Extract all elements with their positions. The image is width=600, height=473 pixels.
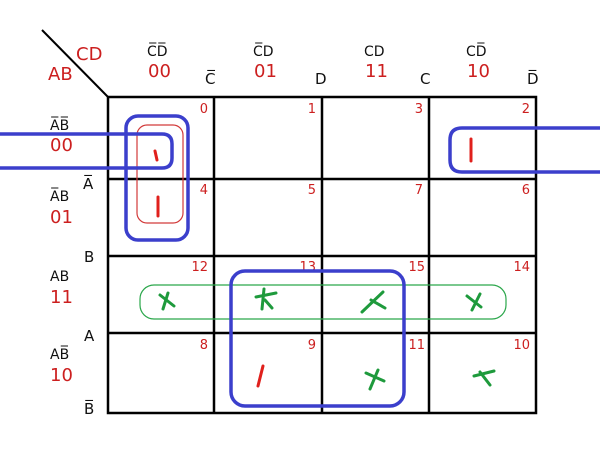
cell-number-7: 7: [415, 183, 423, 198]
cell-number-2: 2: [522, 102, 530, 117]
cell-number-12: 12: [191, 260, 208, 275]
top-mark-0: C̅: [205, 69, 216, 88]
cell-number-1: 1: [308, 102, 316, 117]
group-green-row-ab: [139, 284, 507, 320]
col-code-2: 11: [365, 61, 388, 82]
col-pair-0: C̅D̅: [147, 42, 168, 60]
x-mark-cell-14: [465, 292, 483, 312]
row-pair-2: AB: [50, 269, 69, 285]
col-pair-2: CD: [364, 44, 385, 60]
group-blue-quad: [229, 269, 406, 408]
x-mark-cell-12: [158, 291, 176, 311]
row-pair-0: A̅B̅: [50, 116, 69, 134]
cell-number-15: 15: [408, 260, 425, 275]
cell-number-4: 4: [200, 183, 208, 198]
row-code-1: 01: [50, 207, 73, 228]
col-code-3: 10: [467, 61, 490, 82]
top-mark-3: D̅: [527, 69, 539, 88]
cell-number-14: 14: [513, 260, 530, 275]
cell-number-6: 6: [522, 183, 530, 198]
one-marks: [153, 137, 473, 388]
row-code-0: 00: [50, 135, 73, 156]
group-blue-wrap-left: [0, 132, 174, 170]
top-mark-2: C: [420, 70, 430, 88]
kmap-grid: [106, 95, 538, 415]
x-mark-cell-10: [472, 369, 496, 387]
left-mark-3: B̅: [84, 399, 94, 418]
row-code-3: 10: [50, 365, 73, 386]
cell-number-9: 9: [308, 338, 316, 353]
x-mark-cell-15: [360, 290, 387, 314]
top-mark-1: D: [315, 70, 327, 88]
row-code-2: 11: [50, 287, 73, 308]
col-code-0: 00: [148, 61, 171, 82]
cell-number-11: 11: [408, 338, 425, 353]
group-blue-wrap-right: [448, 126, 600, 174]
row-pair-3: AB̅: [50, 345, 69, 363]
row-pair-1: A̅B: [50, 187, 69, 205]
col-pair-3: CD̅: [466, 42, 487, 60]
x-mark-cell-11: [364, 368, 386, 391]
cell-number-0: 0: [200, 102, 208, 117]
left-mark-2: A: [84, 327, 95, 345]
cell-number-10: 10: [513, 338, 530, 353]
corner-ab-label: AB: [48, 64, 73, 85]
left-mark-1: B: [84, 248, 94, 266]
one-mark-cell-0: [153, 149, 159, 162]
cell-number-8: 8: [200, 338, 208, 353]
dontcare-marks: [158, 287, 496, 391]
col-pair-1: C̅D: [253, 42, 274, 60]
group-red-inner-loop: [136, 124, 184, 224]
cell-number-5: 5: [308, 183, 316, 198]
corner-diagonal: [41, 29, 109, 98]
left-mark-0: A̅: [83, 174, 94, 193]
group-blue-left-column: [124, 114, 190, 242]
col-code-1: 01: [254, 61, 277, 82]
x-mark-cell-13: [254, 287, 278, 311]
cell-number-3: 3: [415, 102, 423, 117]
one-mark-cell-9: [256, 364, 265, 388]
corner-cd-label: CD: [76, 44, 102, 65]
